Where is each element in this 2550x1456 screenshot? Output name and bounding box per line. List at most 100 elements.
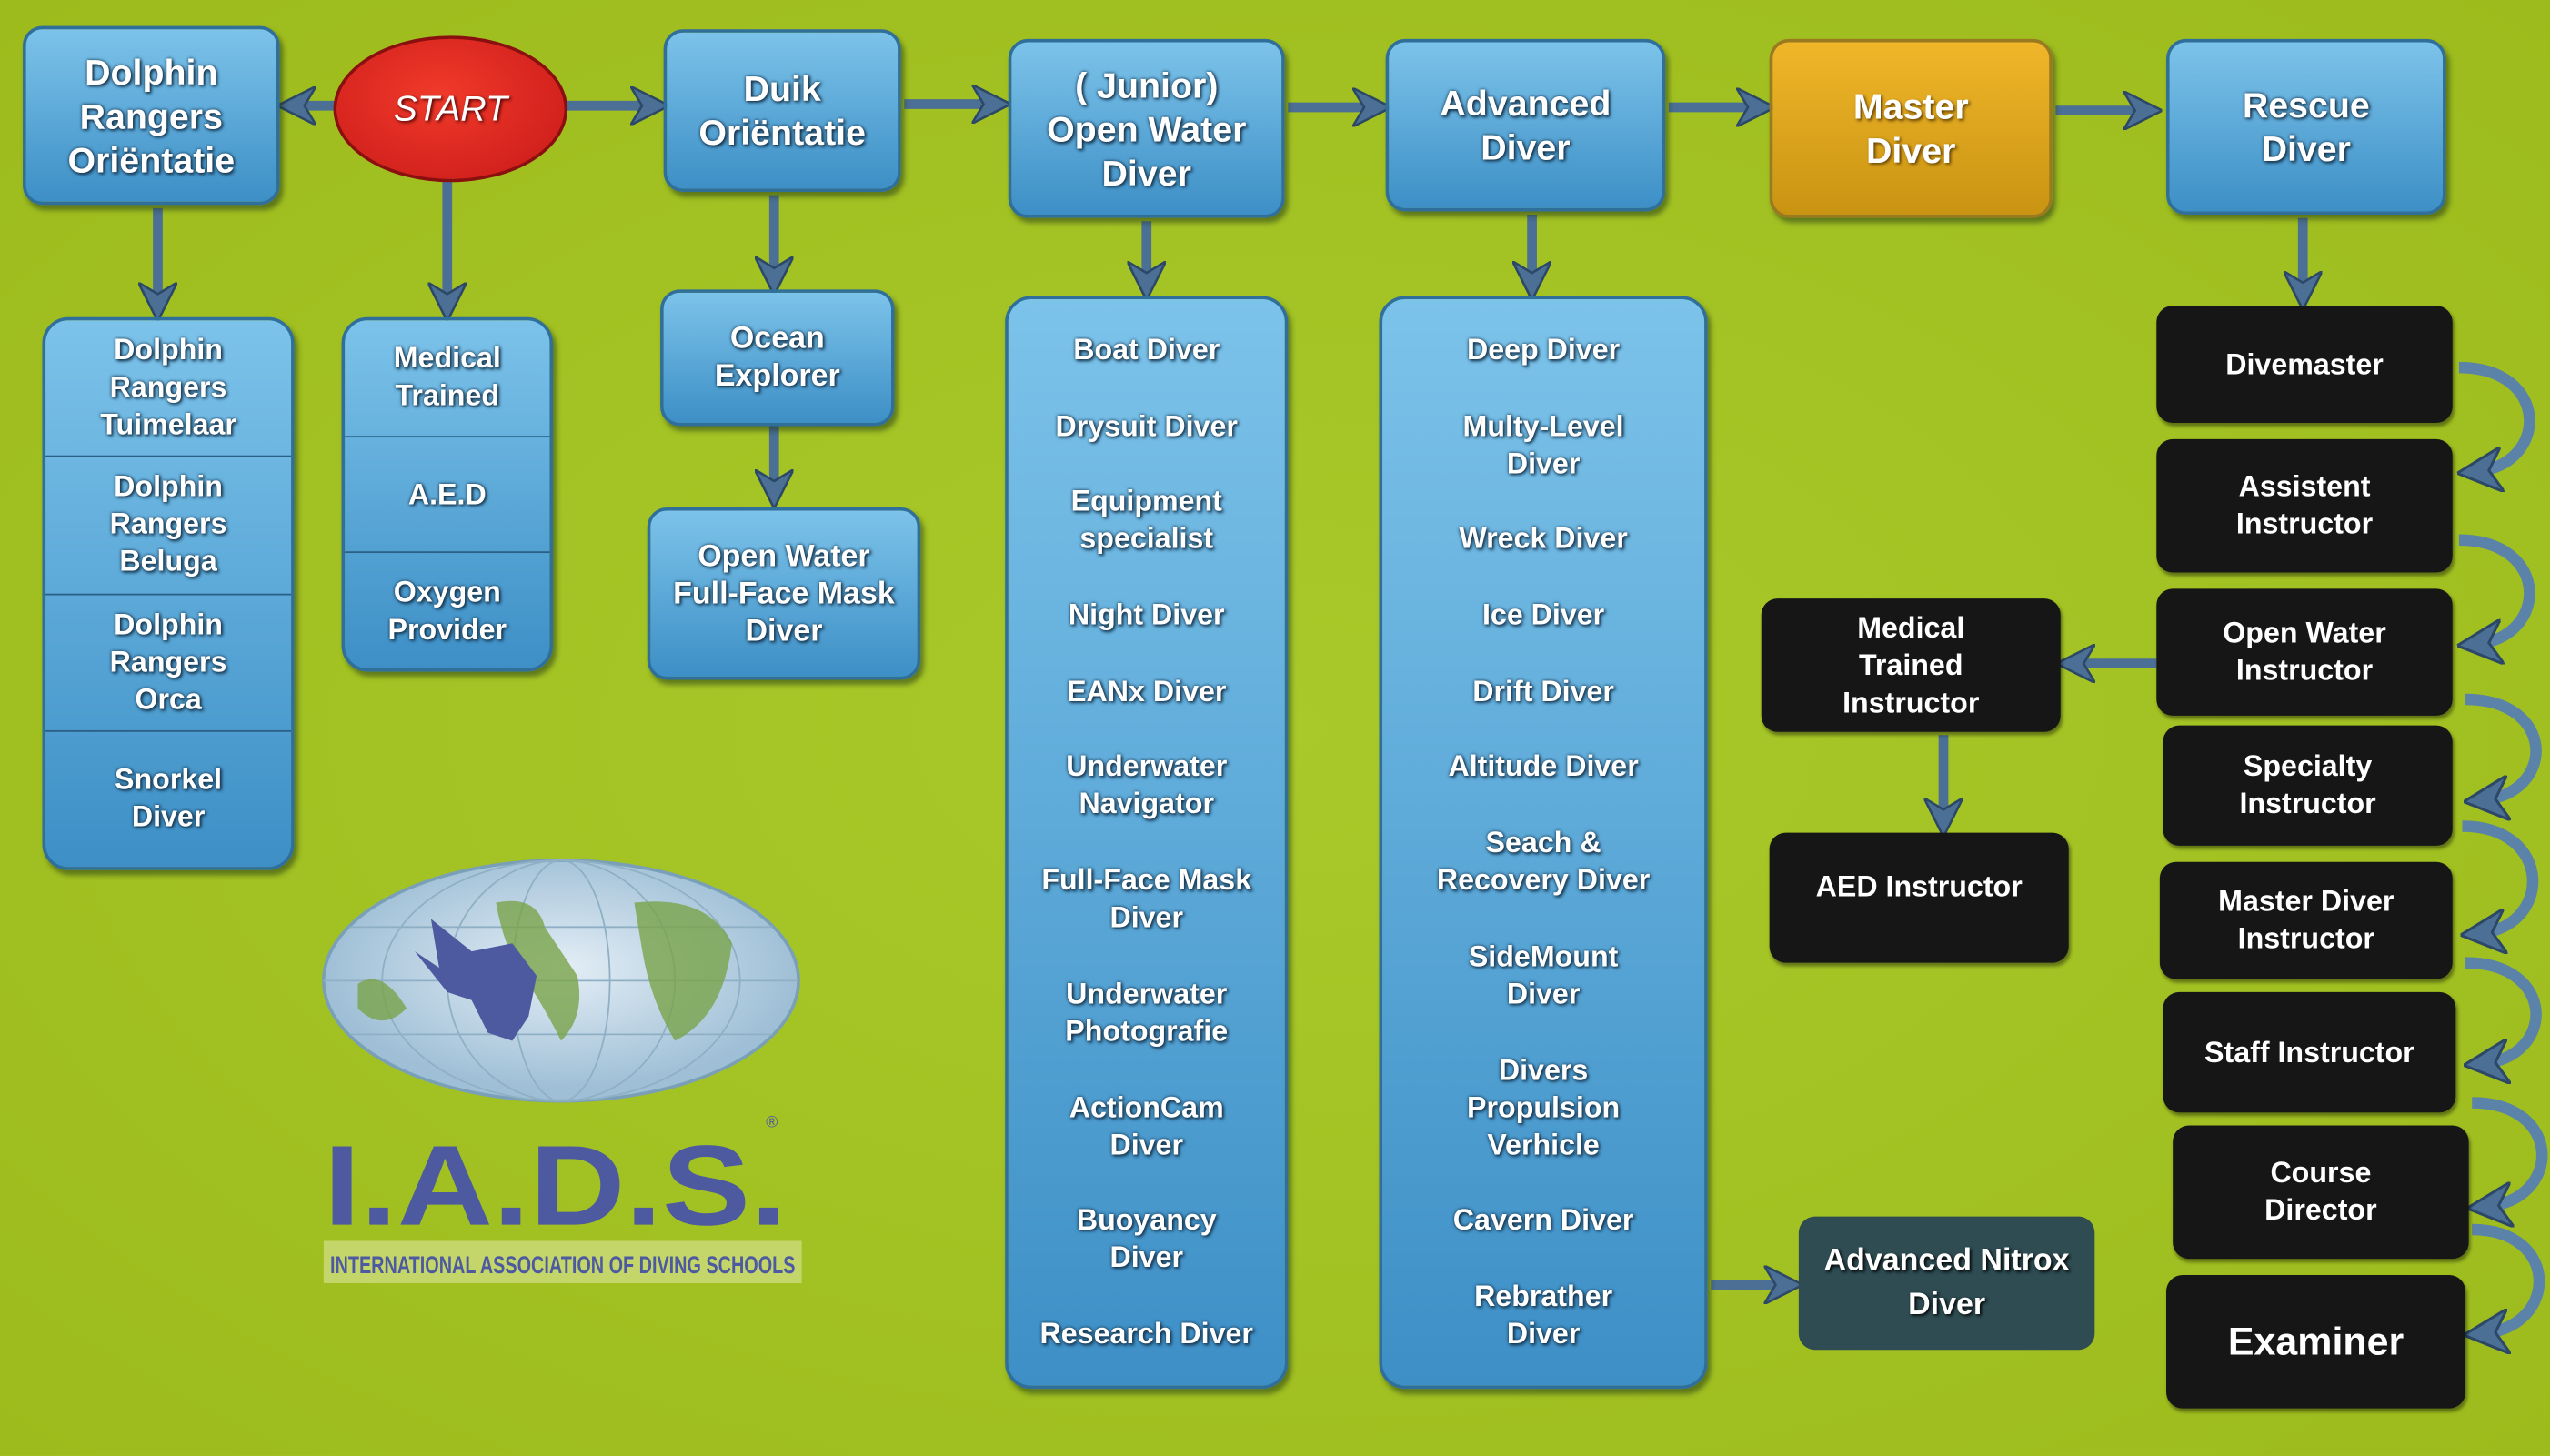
box-label: Medical <box>1857 610 1965 644</box>
box-label: Dolphin <box>85 51 218 93</box>
course-item[interactable]: Drysuit Diver <box>1056 407 1238 445</box>
box-label: Rescue <box>2242 84 2370 126</box>
course-item[interactable]: Altitude Diver <box>1448 748 1638 786</box>
curved-arrow-1 <box>2459 361 2535 471</box>
registered-mark: ® <box>766 1112 778 1130</box>
course-item[interactable]: Boat Diver <box>1073 332 1220 369</box>
course-label-line: Diver <box>131 800 206 834</box>
box-label: Oriëntatie <box>67 138 236 180</box>
box-label: Diver <box>1481 126 1571 168</box>
box-label: Open Water <box>698 538 870 574</box>
course-label-line: Navigator <box>1079 788 1214 821</box>
box-label: Advanced Nitrox <box>1823 1244 2070 1279</box>
box-label: Instructor <box>2235 507 2374 540</box>
box-label: Instructor <box>2237 921 2374 955</box>
course-label-line: Seach & <box>1485 826 1601 859</box>
course-item[interactable]: A.E.D <box>345 437 550 554</box>
course-label-line: Medical <box>393 342 501 375</box>
course-item-label: EANx Diver <box>1067 673 1226 710</box>
course-item-label: Night Diver <box>1069 597 1225 634</box>
course-label-line: Diver <box>1109 901 1183 934</box>
course-label-line: Photografie <box>1065 1014 1229 1048</box>
course-label-line: Propulsion <box>1467 1090 1621 1124</box>
box-label: Full-Face Mask <box>673 576 895 611</box>
course-item[interactable]: Cavern Diver <box>1453 1202 1634 1240</box>
logo-acronym: I.A.D.S. <box>324 1122 788 1250</box>
course-item[interactable]: Seach &Recovery Diver <box>1437 825 1650 899</box>
professional-level-box[interactable]: Examiner <box>2166 1275 2466 1409</box>
curved-arrow-7 <box>2472 1223 2545 1333</box>
course-label-line: Buoyancy <box>1076 1203 1217 1237</box>
course-item[interactable]: Wreck Diver <box>1459 521 1628 558</box>
course-item-label: Boat Diver <box>1073 332 1220 369</box>
course-item[interactable]: Drift Diver <box>1472 673 1614 710</box>
course-item-label: Research Diver <box>1040 1316 1253 1353</box>
box-label: Diver <box>2261 128 2352 169</box>
box-label: Staff Instructor <box>2204 1035 2414 1069</box>
course-label-line: Orca <box>135 682 202 716</box>
course-label-line: specialist <box>1079 522 1214 556</box>
box-label: Ocean <box>729 322 825 356</box>
professional-level-box[interactable]: Divemaster <box>2156 306 2453 423</box>
course-item-label: Drysuit Diver <box>1056 407 1238 445</box>
course-item[interactable]: Research Diver <box>1040 1316 1253 1353</box>
course-label-line: Underwater <box>1066 750 1228 783</box>
iads-logo: I.A.D.S. ® INTERNATIONAL ASSOCIATION OF … <box>317 854 813 1293</box>
course-label-line: Dolphin <box>114 333 223 367</box>
box-label: Course <box>2270 1156 2372 1190</box>
box-label: Trained <box>1858 648 1963 681</box>
course-item-label: Cavern Diver <box>1453 1202 1634 1240</box>
start-node[interactable]: START <box>333 35 568 183</box>
box-label: Instructor <box>2239 787 2376 820</box>
course-label-line: Beluga <box>119 545 217 578</box>
professional-level-box[interactable]: Staff Instructor <box>2163 991 2456 1113</box>
course-item[interactable]: Night Diver <box>1069 597 1225 634</box>
course-item[interactable]: Deep Diver <box>1467 332 1620 369</box>
course-item[interactable]: Ice Diver <box>1482 597 1604 634</box>
box-label: Open Water <box>2223 616 2386 649</box>
course-label-line: Rangers <box>109 507 227 541</box>
course-label-line: Provider <box>387 612 507 646</box>
course-label-line: SideMount <box>1468 939 1619 973</box>
course-label-line: Wreck Diver <box>1459 522 1628 556</box>
aed-instructor-box[interactable]: AED Instructor <box>1769 832 2069 963</box>
course-item[interactable]: EANx Diver <box>1067 673 1226 710</box>
course-label-line: Diver <box>1506 977 1581 1010</box>
box-label: Director <box>2264 1193 2377 1227</box>
